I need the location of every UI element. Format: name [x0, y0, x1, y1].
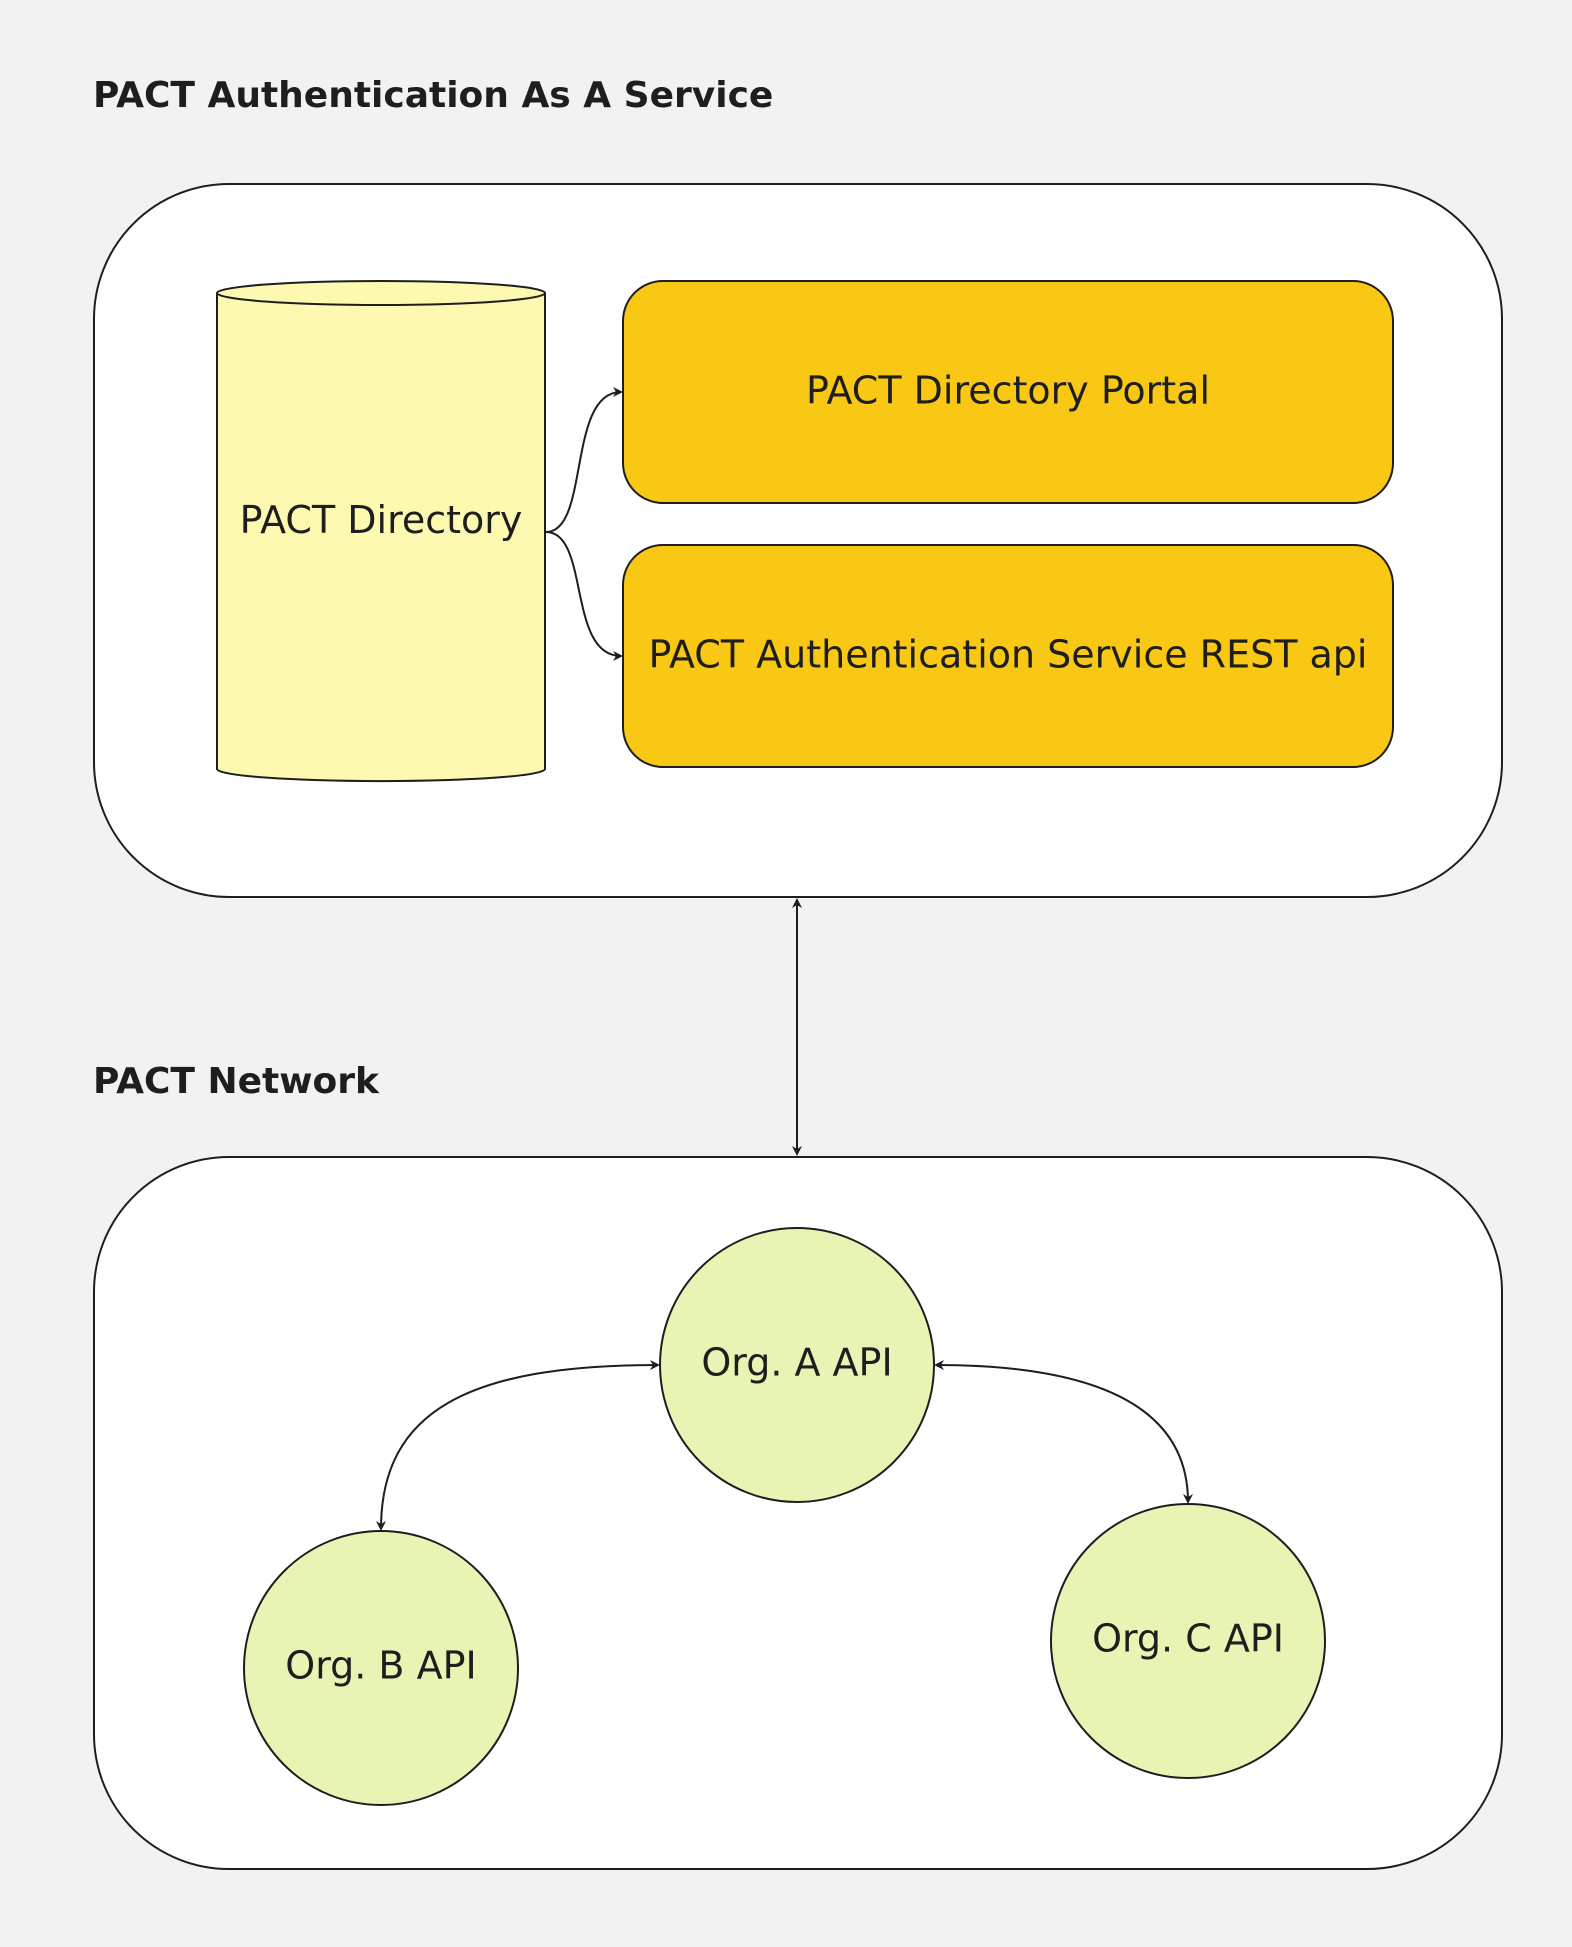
org-a-label: Org. A API	[701, 1341, 892, 1385]
org-c-node: Org. C API	[1050, 1503, 1326, 1779]
org-a-node: Org. A API	[659, 1227, 935, 1503]
org-b-node: Org. B API	[243, 1530, 519, 1806]
org-b-label: Org. B API	[285, 1644, 476, 1688]
portal-label: PACT Directory Portal	[806, 369, 1210, 413]
directory-label: PACT Directory	[240, 498, 523, 542]
directory-database: PACT Directory	[216, 280, 546, 783]
rest-api-label: PACT Authentication Service REST api	[649, 633, 1368, 677]
directory-to-rest-api-connector	[545, 531, 623, 661]
directory-to-portal-connector	[545, 387, 623, 533]
directory-portal-box: PACT Directory Portal	[622, 280, 1394, 504]
org-a-org-c-connector	[934, 1360, 1193, 1504]
org-c-label: Org. C API	[1092, 1617, 1284, 1661]
service-section-title: PACT Authentication As A Service	[93, 75, 773, 116]
org-a-org-b-connector	[376, 1360, 660, 1531]
rest-api-box: PACT Authentication Service REST api	[622, 544, 1394, 768]
network-section-title: PACT Network	[93, 1061, 380, 1102]
